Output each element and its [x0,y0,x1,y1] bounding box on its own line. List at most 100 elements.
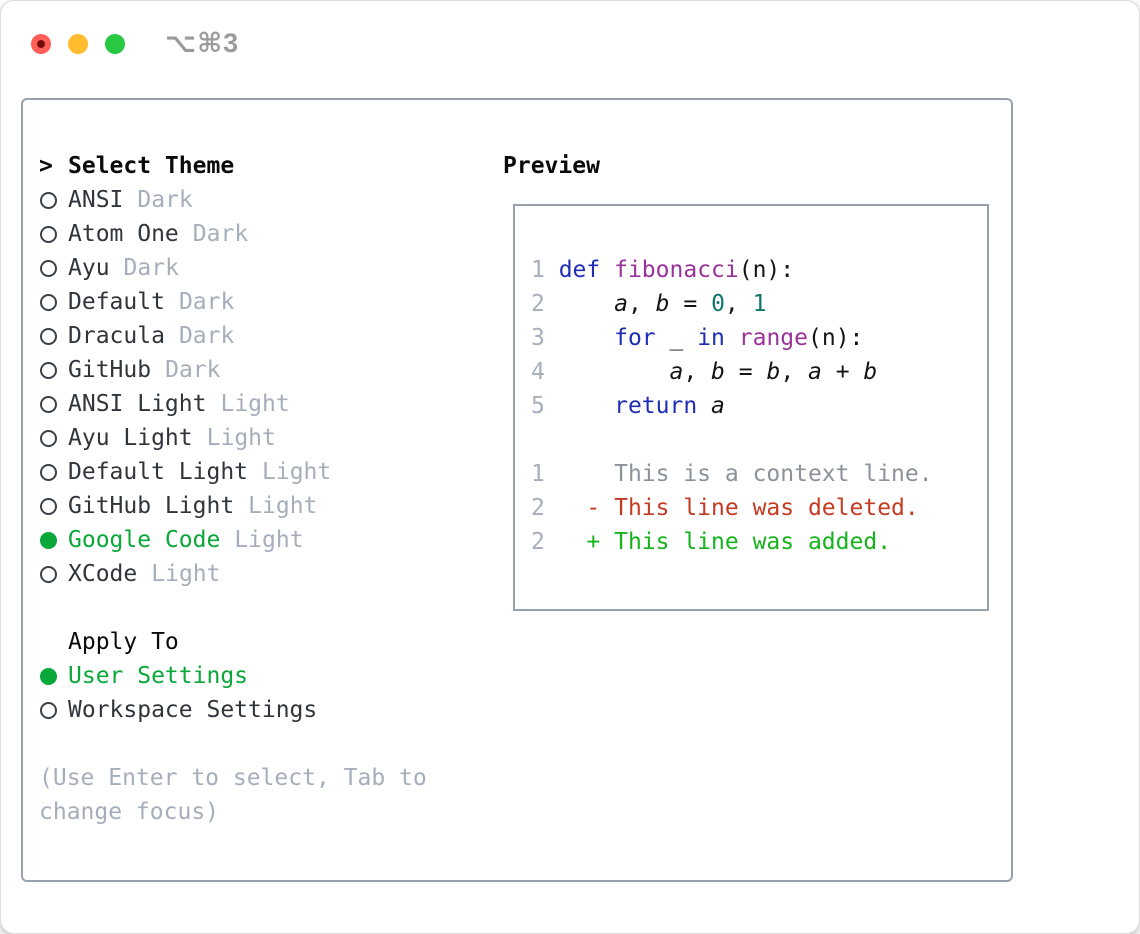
close-button[interactable] [31,33,51,54]
code-token-add: + This line was added. [558,529,892,555]
option-variant-label: Light [248,493,318,519]
line-number: 1 [531,257,559,283]
code-token-pln: , [780,359,809,385]
radio-icon[interactable] [40,463,57,481]
radio-icon[interactable] [40,429,57,447]
code-token-pln: _ [655,325,698,351]
option-label: Ayu [68,255,110,281]
code-token-kwd: for [614,325,656,351]
window-title: ⌥⌘3 [165,28,240,58]
line-number: 3 [531,325,559,351]
code-token-pln [559,393,614,419]
code-line: 2 + This line was added. [531,525,987,559]
option-variant-label: Dark [165,357,221,383]
code-token-var: b [863,359,878,385]
radio-icon[interactable] [40,701,57,719]
radio-selected-icon[interactable] [40,667,57,685]
code-token-num: 1 [752,291,767,317]
line-number: 2 [531,291,559,317]
code-token-kwd: in [697,325,725,351]
code-token-var: b [655,291,670,317]
apply-option-user-settings[interactable]: User Settings [39,659,469,693]
code-token-pln: , [683,359,712,385]
radio-icon[interactable] [40,565,57,583]
code-line: 1 def fibonacci(n): [531,253,987,287]
option-label: GitHub [68,357,152,383]
option-label: GitHub Light [68,493,235,519]
option-variant-label: Light [151,561,221,587]
radio-icon[interactable] [40,259,57,277]
apply-to-title: Apply To [68,629,179,655]
code-line: 2 a, b = 0, 1 [531,287,987,321]
code-line: 4 a, b = b, a + b [531,355,987,389]
radio-icon[interactable] [40,191,57,209]
theme-option-ansi[interactable]: ANSI Dark [39,183,469,217]
radio-icon[interactable] [40,395,57,413]
option-variant-label: Light [234,527,304,553]
option-variant-label: Dark [178,323,235,349]
option-variant-label: Dark [137,187,193,213]
option-label: ANSI Light [68,391,207,417]
code-token-pln [697,393,711,419]
radio-icon[interactable] [40,293,57,311]
code-token-pln [600,257,614,283]
code-token-kwd: def [558,257,601,283]
code-token-pln: (n): [738,257,795,283]
theme-option-github-light[interactable]: GitHub Light Light [39,489,469,523]
radio-selected-icon[interactable] [40,531,57,549]
option-variant-label: Dark [178,289,235,315]
spacer [39,591,469,625]
code-line: 1 This is a context line. [531,457,987,491]
radio-icon[interactable] [40,225,57,243]
prompt-cursor: > [39,153,53,179]
minimize-button[interactable] [68,33,88,54]
code-token-var: b [766,359,781,385]
line-number [531,427,545,453]
radio-icon[interactable] [40,361,57,379]
option-label: Dracula [68,323,165,349]
code-line: 5 return a [531,389,987,423]
code-token-var: a [711,393,725,419]
theme-option-github[interactable]: GitHub Dark [39,353,469,387]
code-line: 2 - This line was deleted. [531,491,987,525]
line-number: 2 [531,495,559,521]
line-number: 2 [531,529,559,555]
radio-icon[interactable] [40,327,57,345]
radio-icon[interactable] [40,497,57,515]
theme-option-dracula[interactable]: Dracula Dark [39,319,469,353]
titlebar: ⌥⌘3 [31,28,239,59]
option-variant-label: Light [206,425,276,451]
apply-to-header: Apply To [39,625,469,659]
option-label: ANSI [68,187,124,213]
apply-option-workspace-settings[interactable]: Workspace Settings [39,693,469,727]
line-number: 4 [531,359,559,385]
code-token-pln [559,291,614,317]
select-theme-header: > Select Theme [39,149,469,183]
code-token-var: b [711,359,725,385]
select-theme-title: Select Theme [68,153,235,179]
code-token-pln: (n): [808,325,864,351]
code-token-pln: + [821,359,864,385]
code-token-fn: fibonacci [614,257,739,283]
option-label: Workspace Settings [68,697,318,723]
option-label: XCode [68,561,138,587]
code-token-pln: = [724,359,767,385]
code-token-num: 0 [711,291,725,317]
code-token-pln: , [724,291,753,317]
zoom-button[interactable] [105,33,125,54]
option-variant-label: Light [262,459,332,485]
theme-option-xcode[interactable]: XCode Light [39,557,469,591]
